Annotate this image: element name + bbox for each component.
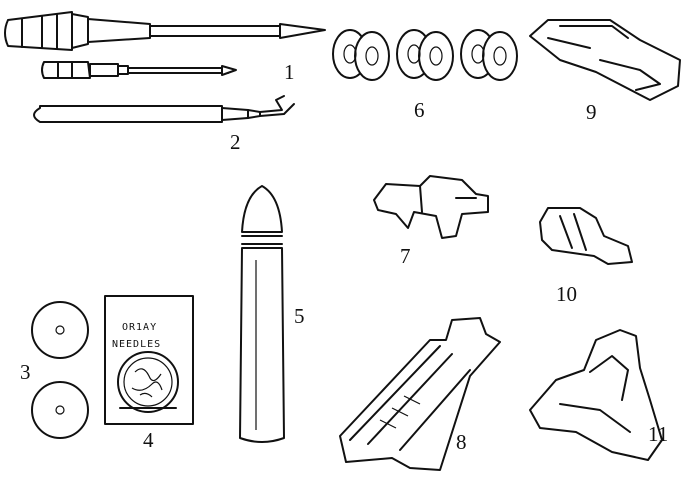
lint-brush-icon bbox=[239, 185, 285, 443]
label-needles: 4 bbox=[143, 428, 154, 452]
bobbins-icon bbox=[332, 29, 518, 81]
bobbin-pair-2 bbox=[396, 29, 454, 81]
large-screwdriver-icon bbox=[4, 11, 326, 51]
needle-pack-line1: OR1AY bbox=[122, 322, 157, 333]
label-bobbins: 6 bbox=[414, 98, 425, 122]
seam-ripper-icon bbox=[33, 95, 295, 123]
label-felt-pads: 3 bbox=[20, 360, 31, 384]
presser-foot-7-icon bbox=[373, 175, 489, 239]
presser-foot-10-icon bbox=[539, 207, 633, 265]
label-lint-brush: 5 bbox=[294, 304, 305, 328]
needle-pack-line2: NEEDLES bbox=[112, 339, 161, 350]
label-foot-9: 9 bbox=[586, 100, 597, 124]
label-seam-ripper: 2 bbox=[230, 130, 241, 154]
label-foot-8: 8 bbox=[456, 430, 467, 454]
bobbin-pair-3 bbox=[460, 29, 518, 81]
label-foot-11: 11 bbox=[648, 422, 669, 446]
presser-foot-8-icon bbox=[339, 317, 501, 471]
label-foot-10: 10 bbox=[556, 282, 577, 306]
label-screwdrivers: 1 bbox=[284, 60, 295, 84]
presser-foot-9-icon bbox=[529, 19, 681, 101]
felt-pads-icon bbox=[31, 301, 89, 439]
small-screwdriver-icon bbox=[41, 61, 237, 79]
bobbin-pair-1 bbox=[332, 29, 390, 81]
label-foot-7: 7 bbox=[400, 244, 411, 268]
presser-foot-11-icon bbox=[529, 329, 663, 461]
needle-pack-icon: OR1AY NEEDLES bbox=[104, 295, 194, 425]
